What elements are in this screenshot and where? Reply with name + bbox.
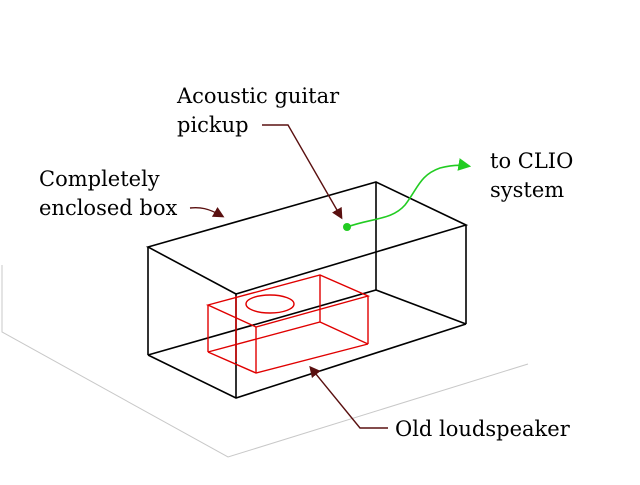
pickup-label-line1: Acoustic guitar (177, 84, 340, 108)
pickup-label-line2: pickup (177, 113, 249, 137)
pointer-arrows (189, 124, 388, 429)
speaker-label: Old loudspeaker (395, 417, 570, 441)
box-label-line2: enclosed box (39, 196, 178, 220)
pickup-dot (343, 223, 351, 231)
clio-label-line2: system (490, 178, 565, 202)
signal-cable (343, 158, 472, 231)
floor-plane (1, 265, 529, 458)
box-label-line1: Completely (39, 167, 160, 191)
speaker-pointer (309, 365, 388, 429)
loudspeaker (205, 274, 371, 374)
clio-label-line1: to CLIO (490, 149, 574, 173)
box-pointer (189, 206, 225, 218)
enclosed-box (145, 181, 469, 399)
pickup-pointer (262, 124, 343, 220)
